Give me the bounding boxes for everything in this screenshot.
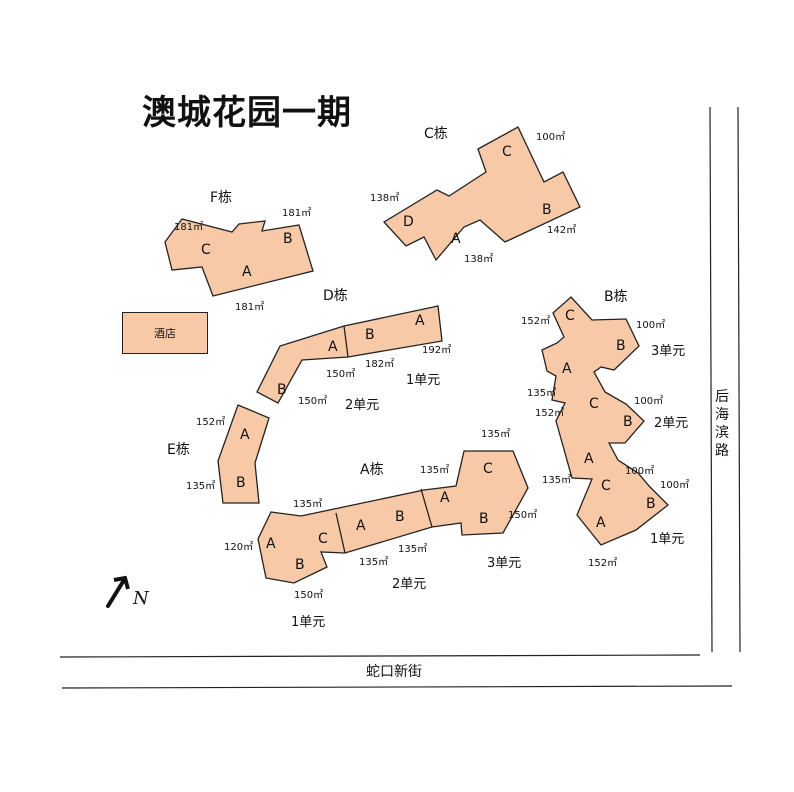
flat-letter: B	[295, 557, 305, 573]
area-label: 100㎡	[636, 320, 666, 331]
building-b-shape	[541, 296, 669, 546]
flat-letter: A	[415, 313, 425, 329]
flat-letter: A	[440, 490, 450, 506]
area-label: 192㎡	[422, 345, 452, 356]
flat-letter: B	[616, 338, 626, 354]
flat-letter: A	[562, 361, 572, 377]
flat-letter: C	[601, 478, 611, 494]
building-c-label: C栋	[424, 126, 448, 142]
area-label: 135㎡	[293, 499, 323, 510]
area-label: 150㎡	[298, 396, 328, 407]
unit-label: 3单元	[651, 344, 686, 359]
flat-letter: B	[623, 414, 633, 430]
building-c-shape	[382, 126, 581, 262]
unit-label: 3单元	[487, 556, 522, 571]
flat-letter: A	[356, 518, 366, 534]
flat-letter: D	[403, 214, 414, 230]
flat-letter: A	[240, 427, 250, 443]
building-a-label: A栋	[360, 462, 384, 478]
road-line	[59, 654, 701, 658]
area-label: 135㎡	[398, 544, 428, 555]
flat-letter: A	[451, 231, 461, 247]
area-label: 152㎡	[588, 558, 618, 569]
road-line	[61, 685, 733, 689]
area-label: 135㎡	[359, 557, 389, 568]
area-label: 182㎡	[365, 359, 395, 370]
area-label: 100㎡	[634, 396, 664, 407]
area-label: 152㎡	[535, 408, 565, 419]
building-a-divider	[335, 512, 346, 554]
area-label: 150㎡	[508, 510, 538, 521]
building-f-label: F栋	[210, 190, 233, 206]
unit-label: 2单元	[654, 416, 689, 431]
building-a-shape	[257, 450, 529, 584]
flat-letter: A	[596, 515, 606, 531]
flat-letter: A	[266, 536, 276, 552]
flat-letter: B	[479, 511, 489, 527]
flat-letter: C	[201, 242, 211, 258]
area-label: 150㎡	[326, 369, 356, 380]
area-label: 138㎡	[464, 254, 494, 265]
north-label: N	[133, 588, 149, 609]
flat-letter: A	[584, 451, 594, 467]
page-title: 澳城花园一期	[142, 93, 352, 133]
building-e-shape	[217, 404, 270, 504]
flat-letter: B	[542, 202, 552, 218]
building-d-label: D栋	[323, 288, 348, 304]
area-label: 152㎡	[196, 417, 226, 428]
flat-letter: A	[242, 264, 252, 280]
area-label: 135㎡	[481, 429, 511, 440]
flat-letter: C	[483, 461, 493, 477]
area-label: 138㎡	[370, 193, 400, 204]
hotel-block: 酒店	[122, 312, 208, 354]
unit-label: 1单元	[406, 373, 441, 388]
hotel-label: 酒店	[154, 327, 176, 340]
flat-letter: B	[365, 327, 375, 343]
building-f-shape	[164, 218, 314, 297]
building-d-divider	[343, 325, 349, 358]
road-line	[709, 106, 713, 653]
flat-letter: C	[318, 531, 328, 547]
area-label: 181㎡	[174, 222, 204, 233]
flat-letter: B	[646, 496, 656, 512]
unit-label: 2单元	[392, 577, 427, 592]
area-label: 135㎡	[542, 475, 572, 486]
building-d-shape	[256, 305, 443, 404]
flat-letter: A	[328, 339, 338, 355]
area-label: 150㎡	[294, 590, 324, 601]
flat-letter: B	[283, 231, 293, 247]
flat-letter: C	[502, 144, 512, 160]
road-line	[737, 106, 741, 653]
area-label: 181㎡	[235, 302, 265, 313]
area-label: 152㎡	[521, 316, 551, 327]
unit-label: 2单元	[345, 398, 380, 413]
road-label-right: 后海滨路	[715, 389, 729, 459]
area-label: 100㎡	[536, 132, 566, 143]
north-arrow-icon	[106, 575, 130, 608]
area-label: 135㎡	[527, 388, 557, 399]
area-label: 135㎡	[420, 465, 450, 476]
area-label: 120㎡	[224, 542, 254, 553]
area-label: 100㎡	[660, 480, 690, 491]
flat-letter: B	[395, 509, 405, 525]
flat-letter: C	[565, 308, 575, 324]
area-label: 142㎡	[547, 225, 577, 236]
road-label-bottom: 蛇口新街	[366, 664, 422, 680]
flat-letter: B	[236, 475, 246, 491]
unit-label: 1单元	[291, 615, 326, 630]
flat-letter: C	[589, 396, 599, 412]
area-label: 135㎡	[186, 481, 216, 492]
unit-label: 1单元	[650, 532, 685, 547]
area-label: 100㎡	[625, 466, 655, 477]
area-label: 181㎡	[282, 208, 312, 219]
building-e-label: E栋	[167, 442, 190, 458]
building-a-divider	[420, 488, 433, 528]
flat-letter: B	[277, 382, 287, 398]
building-b-label: B栋	[604, 289, 628, 305]
